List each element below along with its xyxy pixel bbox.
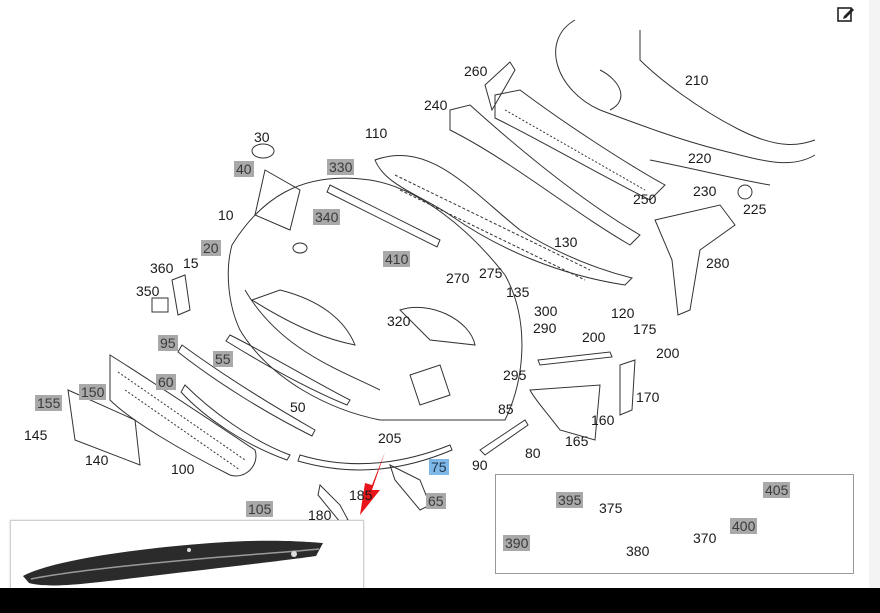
label-380: 380: [626, 543, 650, 559]
label-370: 370: [693, 530, 717, 546]
label-30: 30: [254, 129, 270, 145]
label-170: 170: [636, 389, 660, 405]
label-200-right: 200: [656, 345, 680, 361]
label-300: 300: [534, 303, 558, 319]
label-200-left: 200: [582, 329, 606, 345]
label-110: 110: [365, 125, 388, 141]
label-40: 40: [234, 161, 254, 177]
label-155: 155: [35, 395, 63, 411]
label-10: 10: [218, 207, 234, 223]
label-55: 55: [213, 351, 233, 367]
label-80: 80: [525, 445, 541, 461]
label-105: 105: [246, 501, 274, 517]
edit-icon[interactable]: [837, 5, 855, 23]
side-panel: [869, 0, 880, 590]
label-225: 225: [743, 201, 767, 217]
label-260: 260: [464, 63, 488, 79]
label-280: 280: [706, 255, 730, 271]
label-65: 65: [426, 493, 446, 509]
label-230: 230: [693, 183, 717, 199]
label-75: 75: [429, 459, 449, 475]
label-295: 295: [503, 367, 527, 383]
label-95: 95: [158, 335, 178, 351]
label-145: 145: [24, 427, 48, 443]
legend-box: [495, 474, 854, 574]
label-185: 185: [349, 487, 373, 503]
label-350: 350: [136, 283, 160, 299]
mesh-grille: [109, 354, 257, 477]
label-140: 140: [85, 452, 109, 468]
label-220: 220: [688, 150, 712, 166]
red-arrow: [360, 452, 385, 515]
label-270: 270: [446, 270, 470, 286]
label-135: 135: [506, 284, 530, 300]
label-180: 180: [308, 507, 332, 523]
label-20: 20: [201, 240, 221, 256]
label-205: 205: [378, 430, 402, 446]
label-360: 360: [150, 260, 174, 276]
label-120: 120: [611, 305, 635, 321]
label-210: 210: [685, 72, 709, 88]
label-60: 60: [156, 374, 176, 390]
label-410: 410: [383, 251, 411, 267]
bumper-cover: [227, 177, 523, 421]
label-175: 175: [633, 321, 657, 337]
label-100: 100: [171, 461, 195, 477]
label-340: 340: [313, 209, 341, 225]
label-405: 405: [763, 482, 791, 498]
part-photo: [23, 540, 323, 586]
label-90: 90: [472, 457, 488, 473]
label-400: 400: [730, 518, 758, 534]
label-130: 130: [554, 234, 578, 250]
lower-grille: [374, 154, 633, 286]
label-160: 160: [591, 412, 615, 428]
label-165: 165: [565, 433, 589, 449]
label-85: 85: [498, 401, 514, 417]
label-150: 150: [79, 384, 107, 400]
label-290: 290: [533, 320, 557, 336]
label-320: 320: [387, 313, 411, 329]
label-390: 390: [503, 535, 531, 551]
label-395: 395: [556, 492, 584, 508]
label-15: 15: [183, 255, 199, 271]
label-330: 330: [327, 159, 355, 175]
bottom-bar: [0, 588, 880, 613]
label-250: 250: [633, 191, 657, 207]
label-50: 50: [290, 399, 306, 415]
label-275: 275: [479, 265, 503, 281]
label-240: 240: [424, 97, 448, 113]
label-375: 375: [599, 500, 623, 516]
